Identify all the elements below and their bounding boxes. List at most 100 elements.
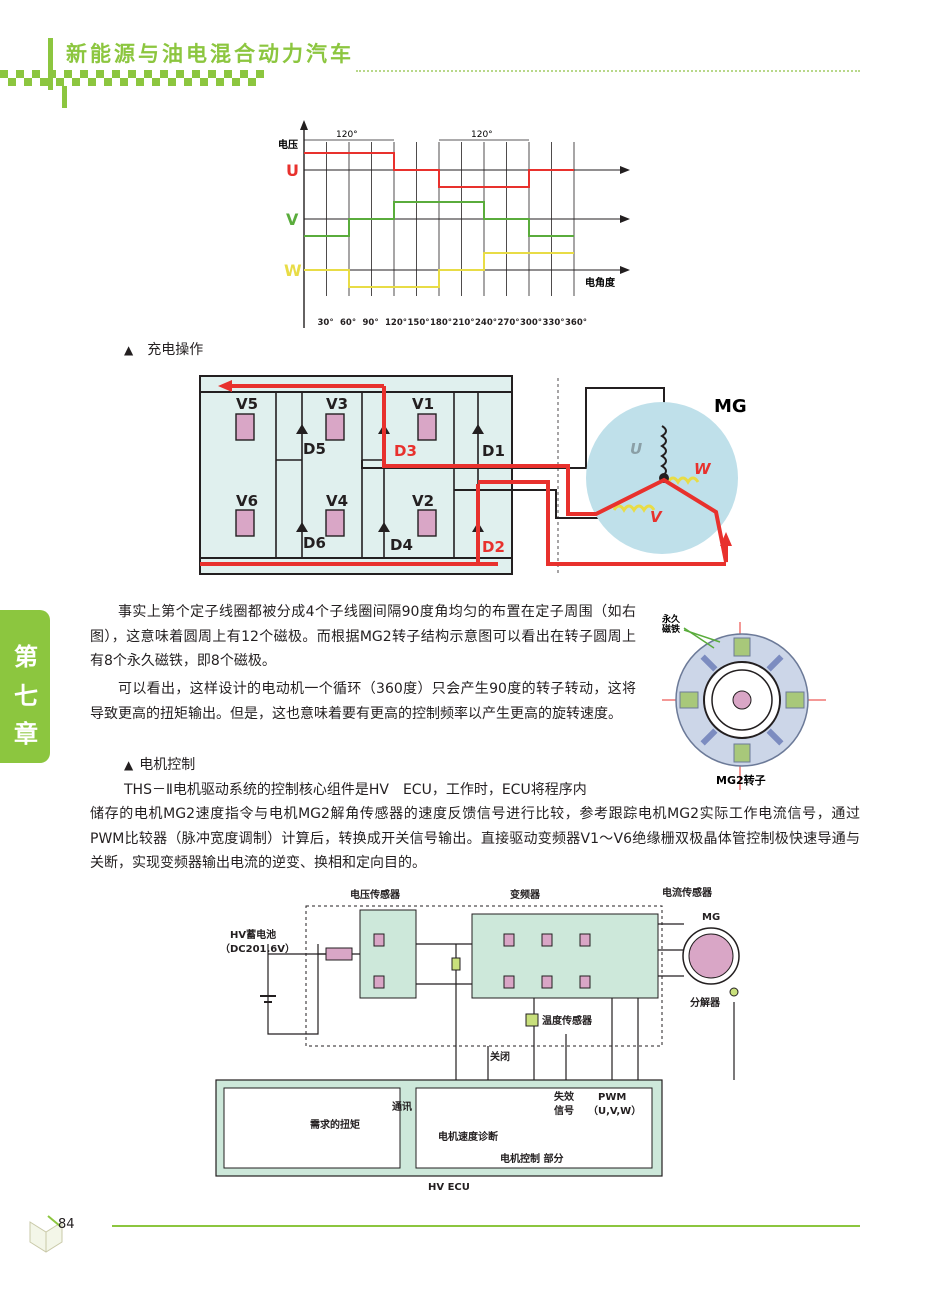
- label-torque: 需求的扭矩: [310, 1118, 360, 1131]
- label-temp-sensor: 温度传感器: [542, 1014, 593, 1027]
- footer-rule: [112, 1225, 860, 1227]
- transistor-v4: [325, 509, 345, 537]
- transistor-v2: [417, 509, 437, 537]
- chapter-char: 第: [14, 642, 38, 671]
- label-v6: V6: [236, 492, 258, 510]
- label-v1: V1: [412, 395, 434, 413]
- label-v3: V3: [326, 395, 348, 413]
- heading-motor-control-text: 电机控制: [139, 757, 196, 773]
- label-current-sensor: 电流传感器: [662, 886, 713, 899]
- x-tick-label: 150°: [408, 318, 430, 328]
- mg-rotor: [688, 933, 734, 979]
- header-checker-pattern: [0, 70, 264, 108]
- x-tick-label: 240°: [475, 318, 497, 328]
- label-d3: D3: [394, 442, 417, 460]
- phase-v-label: V: [286, 210, 299, 229]
- magnet-label-line2: 磁铁: [662, 623, 680, 635]
- x-tick-label: 60°: [340, 318, 356, 328]
- y-axis-label: 电压: [278, 138, 298, 151]
- caption-charging: ▲ 充电操作: [124, 339, 203, 359]
- coil-w: [666, 476, 700, 485]
- phase-u-label: U: [286, 161, 299, 180]
- label-v4: V4: [326, 492, 348, 510]
- heading-motor-control: ▲电机控制: [124, 754, 195, 774]
- coil-v: [612, 504, 656, 513]
- coil-u: [660, 425, 667, 477]
- header-title: 新能源与油电混合动力汽车: [66, 42, 354, 66]
- current-arrow-left: [218, 380, 232, 392]
- diode-d5-symbol: [296, 424, 308, 434]
- permanent-magnet: [700, 728, 718, 746]
- book-icon: [29, 1215, 63, 1253]
- label-battery-line2: （DC201.6V）: [220, 942, 295, 955]
- v-waveform: [304, 201, 574, 237]
- label-v2: V2: [412, 492, 434, 510]
- rotor-caption: MG2转子: [716, 773, 766, 787]
- u-arrow: [620, 166, 630, 174]
- diode-d1-symbol: [472, 424, 484, 434]
- mg2-rotor-figure: 永久 磁铁 MG2转子: [661, 613, 826, 790]
- x-tick-label: 30°: [318, 318, 334, 328]
- w-waveform: [304, 252, 574, 288]
- label-mg: MG: [702, 912, 720, 923]
- inverter-panel: [199, 375, 513, 575]
- x-tick-label: 270°: [498, 318, 520, 328]
- label-d1: D1: [482, 442, 505, 460]
- diode-d6-symbol: [296, 522, 308, 532]
- label-speed-diag: 电机速度诊断: [438, 1130, 498, 1143]
- diode-d4-symbol: [378, 522, 390, 532]
- chapter-char: 章: [14, 719, 38, 748]
- inverter-block: [471, 913, 659, 999]
- label-d6: D6: [303, 534, 326, 552]
- label-fail-line1: 失效: [554, 1090, 575, 1103]
- paragraph-stator: 事实上第个定子线圈都被分成4个子线圈间隔90度角均匀的布置在定子周围（如右图），…: [90, 604, 636, 669]
- y-axis-arrow: [300, 120, 308, 130]
- temp-sensor-icon: [525, 1013, 539, 1027]
- label-ecu: HV ECU: [428, 1182, 470, 1193]
- label-motor-ctrl: 电机控制 部分: [500, 1152, 563, 1165]
- phase-voltage-waveform: 120° 120° 电压 U V W 电角度 30°60°90°120°150°…: [278, 120, 630, 328]
- v-arrow: [620, 215, 630, 223]
- chapter-char: 七: [14, 681, 38, 710]
- label-fail-line2: 信号: [554, 1104, 574, 1117]
- voltage-sensor-icon: [451, 957, 461, 971]
- x-tick-label: 120°: [385, 318, 407, 328]
- x-tick-label: 180°: [430, 318, 452, 328]
- stator-tooth: [679, 691, 699, 709]
- label-pwm-line2: （U,V,W）: [588, 1104, 641, 1117]
- x-axis-label: 电角度: [585, 276, 616, 289]
- u-waveform: [304, 152, 574, 188]
- label-d5: D5: [303, 440, 326, 458]
- motor-control-diagram: 电压传感器 变频器 电流传感器 MG HV蓄电池 （DC201.6V） 分解器 …: [215, 886, 740, 1193]
- phase-v-tag: V: [650, 508, 663, 526]
- label-shutdown: 关闭: [490, 1050, 510, 1063]
- w-arrow: [620, 266, 630, 274]
- converter-block: [359, 909, 417, 999]
- motor-mg-label: MG: [714, 396, 747, 417]
- magnet-label-line1: 永久: [661, 613, 681, 625]
- torque-subblock: [223, 1087, 401, 1169]
- stator-tooth: [733, 743, 751, 763]
- span-left-label: 120°: [336, 130, 358, 140]
- x-tick-label: 210°: [453, 318, 475, 328]
- stator-tooth: [733, 637, 751, 657]
- caption-charging-text: 充电操作: [147, 342, 204, 358]
- phase-u-tag: U: [630, 440, 642, 458]
- chapter-tab: 第 七 章: [0, 610, 50, 763]
- x-tick-label: 300°: [520, 318, 542, 328]
- x-tick-label: 360°: [565, 318, 587, 328]
- motor-control-subblock: [415, 1087, 653, 1169]
- permanent-magnet: [766, 654, 784, 672]
- triangle-bullet-icon: ▲: [124, 343, 134, 357]
- paragraph-control-line1: THS－Ⅱ电机驱动系统的控制核心组件是HV ECU，工作时，ECU将程序内: [124, 782, 587, 798]
- header-dotted-rule: [356, 70, 860, 73]
- label-battery-line1: HV蓄电池: [230, 928, 276, 941]
- label-resolver: 分解器: [690, 996, 721, 1009]
- phase-w-label: W: [284, 261, 302, 280]
- label-d2: D2: [482, 538, 505, 556]
- transistor-v6: [235, 509, 255, 537]
- label-comm: 通讯: [392, 1100, 412, 1113]
- inverter-charging-diagram: V5 V3 V1 V6 V4 V2 D5 D3 D1 D6 D4 D2 MG U…: [199, 375, 747, 575]
- transistor-v3: [325, 413, 345, 441]
- label-v5: V5: [236, 395, 258, 413]
